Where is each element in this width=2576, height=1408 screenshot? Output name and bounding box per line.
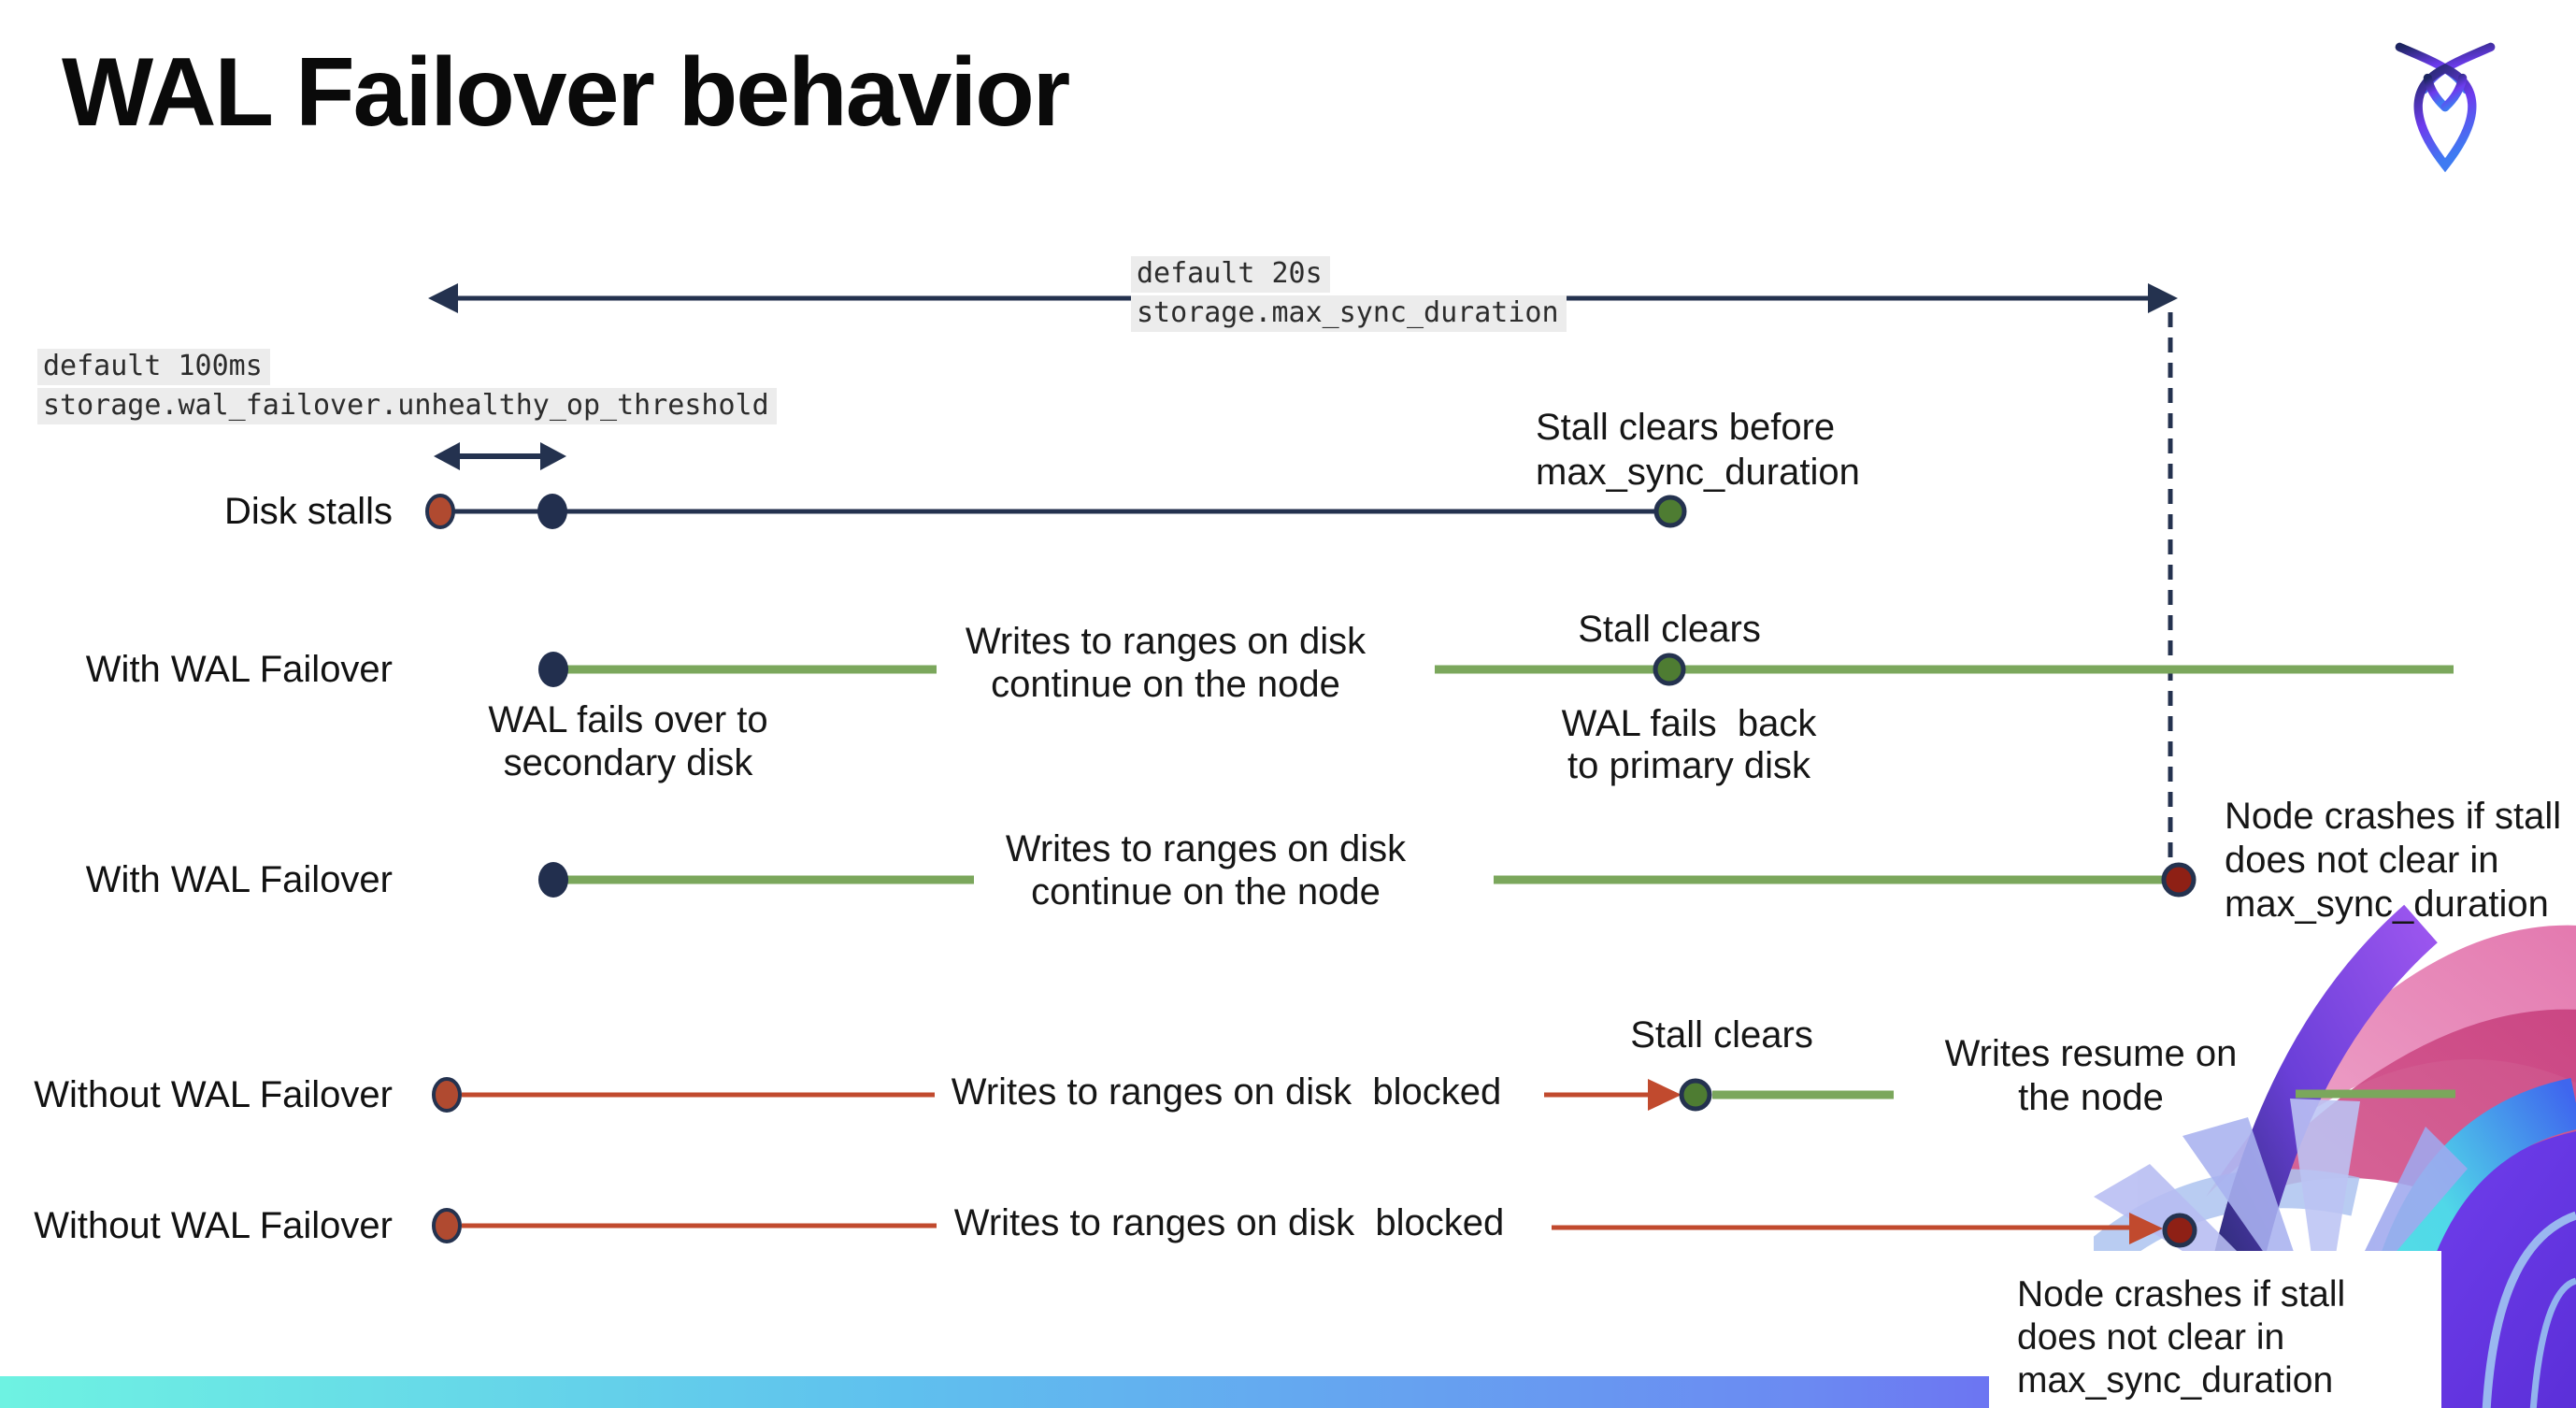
row1-threshold-dot bbox=[537, 494, 567, 529]
row2-stall-clears-dot bbox=[1653, 653, 1686, 686]
row2-stall-clears-note: Stall clears bbox=[1578, 609, 1761, 650]
config-default-100ms: default 100ms bbox=[37, 349, 270, 385]
row2-failover-note: WAL fails over to secondary disk bbox=[488, 699, 768, 783]
row2-writes-continue-note: Writes to ranges on disk continue on the… bbox=[965, 621, 1367, 705]
row3-failover-dot bbox=[538, 862, 568, 898]
row4-stall-clears-note: Stall clears bbox=[1630, 1014, 1813, 1056]
threshold-arrowhead-left-icon bbox=[434, 442, 460, 470]
row4-writes-resume-note: Writes resume on the node bbox=[1944, 1033, 2238, 1118]
config-label-max-sync-duration: default 20s storage.max_sync_duration bbox=[1131, 256, 1567, 335]
row1-stall-clears-dot bbox=[1653, 495, 1687, 528]
row1-stall-clears-before-note: Stall clears before max_sync_duration bbox=[1536, 407, 1860, 493]
row3-crash-dot bbox=[2161, 862, 2197, 898]
arrowhead-left-icon bbox=[428, 283, 458, 313]
row5-crash-note-box bbox=[1989, 1251, 2441, 1408]
arrowhead-right-icon bbox=[2148, 283, 2178, 313]
config-default-20s: default 20s bbox=[1131, 256, 1330, 293]
config-unhealthy-op-threshold-setting: storage.wal_failover.unhealthy_op_thresh… bbox=[37, 388, 777, 424]
config-label-unhealthy-op-threshold: default 100ms storage.wal_failover.unhea… bbox=[37, 349, 777, 427]
row5-label: Without WAL Failover bbox=[34, 1205, 393, 1246]
row4-red-arrowhead-icon bbox=[1648, 1079, 1682, 1111]
page-title: WAL Failover behavior bbox=[62, 38, 1070, 147]
row4-stall-start-dot bbox=[432, 1077, 462, 1113]
config-max-sync-duration-setting: storage.max_sync_duration bbox=[1131, 295, 1567, 332]
row5-crash-dot bbox=[2162, 1213, 2197, 1248]
row2-label: With WAL Failover bbox=[85, 649, 393, 690]
row2-failover-dot bbox=[538, 652, 568, 687]
row4-stall-clears-dot bbox=[1679, 1078, 1712, 1112]
row5-writes-blocked-note: Writes to ranges on disk blocked bbox=[953, 1202, 1505, 1243]
row4-label: Without WAL Failover bbox=[34, 1074, 393, 1115]
row3-label: With WAL Failover bbox=[85, 859, 393, 900]
art-leaf-line-2 bbox=[2529, 1277, 2576, 1408]
row4-writes-blocked-note: Writes to ranges on disk blocked bbox=[951, 1071, 1502, 1113]
threshold-arrowhead-right-icon bbox=[540, 442, 566, 470]
row3-writes-continue-note: Writes to ranges on disk continue on the… bbox=[1005, 828, 1407, 912]
art-pink-petal bbox=[2206, 925, 2576, 1197]
row1-stall-start-dot bbox=[425, 494, 455, 529]
row1-label: Disk stalls bbox=[223, 491, 393, 532]
art-leaf-line-1 bbox=[2482, 1211, 2576, 1408]
row3-crash-note: Node crashes if stall does not clear in … bbox=[2225, 796, 2562, 925]
row5-stall-start-dot bbox=[432, 1208, 462, 1243]
row2-failback-note: WAL fails back to primary disk bbox=[1561, 703, 1817, 786]
row5-red-arrowhead-icon bbox=[2129, 1213, 2163, 1244]
row5-crash-note: Node crashes if stall does not clear in … bbox=[2017, 1274, 2346, 1401]
cockroachdb-logo-icon bbox=[2395, 42, 2496, 173]
